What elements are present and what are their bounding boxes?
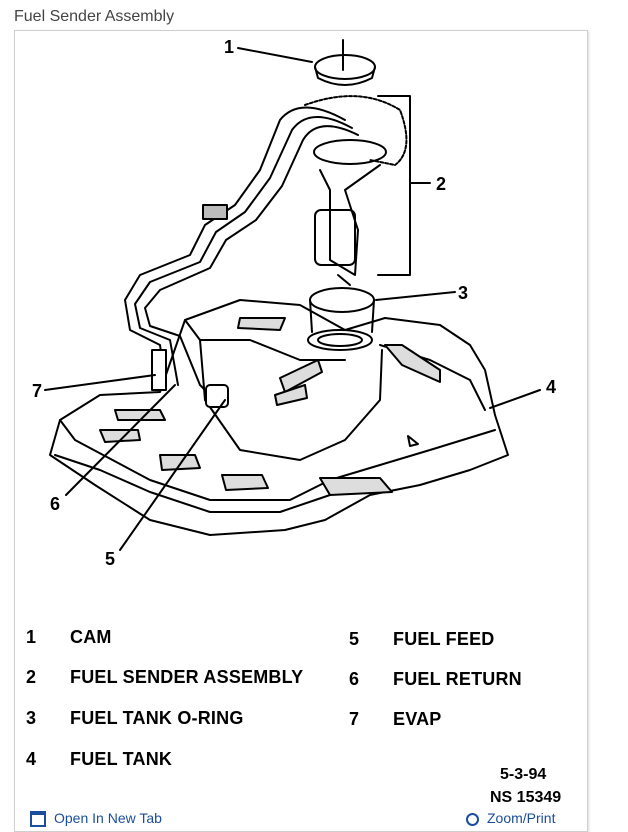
legend-text-5: FUEL FEED bbox=[393, 629, 495, 649]
callout-2: 2 bbox=[436, 174, 446, 194]
drawing-ref: NS 15349 bbox=[490, 789, 562, 806]
cam-ring-shape bbox=[314, 54, 376, 80]
zoom-print-label: Zoom/Print bbox=[487, 810, 556, 826]
legend-num-3: 3 bbox=[26, 708, 37, 728]
page-title: Fuel Sender Assembly bbox=[14, 8, 175, 25]
callout-6: 6 bbox=[50, 494, 60, 514]
open-in-new-tab-icon bbox=[30, 811, 46, 828]
legend-num-1: 1 bbox=[26, 627, 37, 647]
drawing-date: 5-3-94 bbox=[500, 766, 547, 783]
legend-text-1: CAM bbox=[70, 627, 112, 647]
open-in-new-tab-label: Open In New Tab bbox=[54, 810, 162, 826]
legend-num-6: 6 bbox=[349, 669, 360, 689]
legend-text-3: FUEL TANK O-RING bbox=[70, 708, 244, 728]
legend-num-4: 4 bbox=[26, 749, 37, 769]
legend-num-7: 7 bbox=[349, 709, 360, 729]
o-ring-shape bbox=[309, 287, 375, 313]
legend-text-4: FUEL TANK bbox=[70, 749, 173, 769]
callout-7: 7 bbox=[32, 381, 42, 401]
callout-3: 3 bbox=[458, 283, 468, 303]
legend-text-6: FUEL RETURN bbox=[393, 669, 522, 689]
fuel-tank-body bbox=[49, 299, 509, 536]
legend-num-5: 5 bbox=[349, 629, 360, 649]
callout-1: 1 bbox=[224, 37, 234, 57]
open-in-new-tab-link[interactable]: Open In New Tab bbox=[30, 810, 162, 828]
legend-num-2: 2 bbox=[26, 667, 37, 687]
legend-text-2: FUEL SENDER ASSEMBLY bbox=[70, 667, 304, 687]
legend-text-7: EVAP bbox=[393, 709, 442, 729]
callout-4: 4 bbox=[546, 377, 556, 397]
callout-5: 5 bbox=[105, 549, 115, 569]
